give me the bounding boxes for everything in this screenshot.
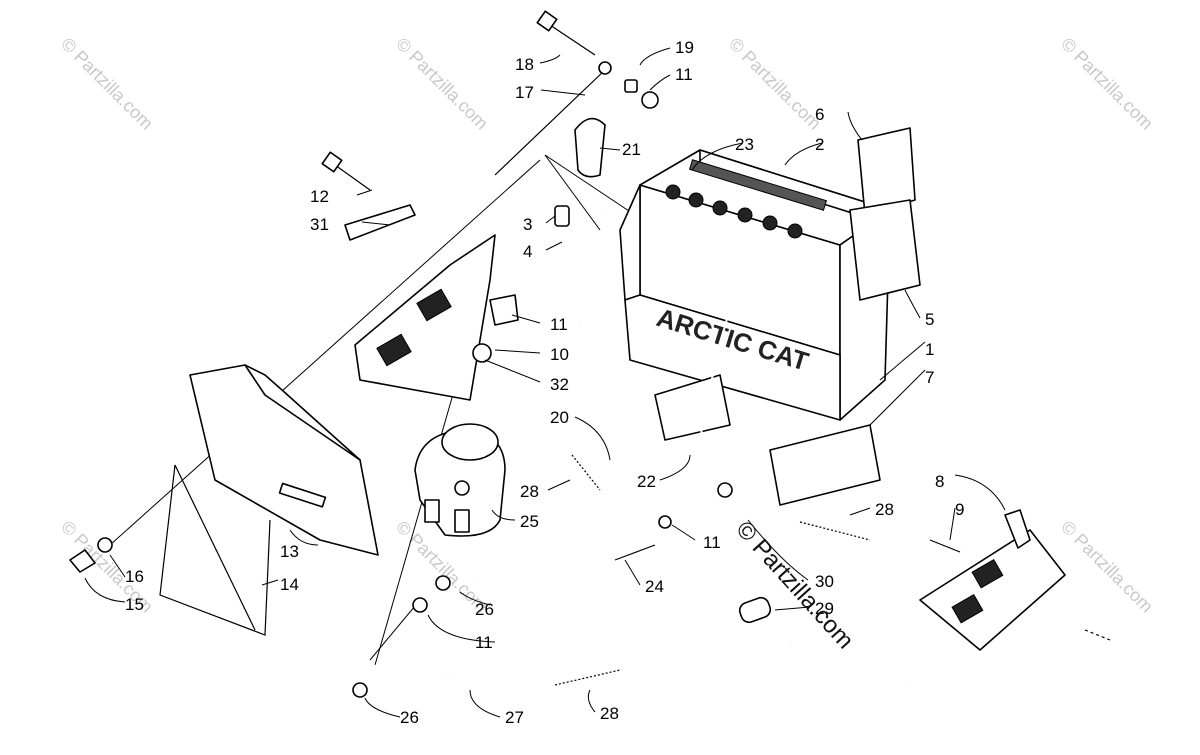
callout-label: 21 [622, 140, 641, 159]
battery-holder [69, 364, 379, 636]
callout-label: 23 [735, 135, 754, 154]
callout-label: 1 [925, 340, 934, 359]
callout-label: 4 [523, 242, 532, 261]
callout-label: 8 [935, 472, 944, 491]
callout-label: 26 [400, 708, 419, 727]
cables [369, 214, 909, 686]
callout-label: 19 [675, 38, 694, 57]
watermark-text: © Partzilla.com [1057, 517, 1157, 617]
callout-label: 18 [515, 55, 534, 74]
callout-label: 14 [280, 575, 299, 594]
callout-label: 2 [815, 135, 824, 154]
watermark-layer: © Partzilla.com © Partzilla.com © Partzi… [57, 34, 1157, 617]
callout-label: 27 [505, 708, 524, 727]
callout-label: 12 [310, 187, 329, 206]
callout-labels: 1 2 3 4 5 6 7 8 9 10 11 11 11 11 11 12 1… [125, 38, 964, 727]
battery-caps [665, 184, 803, 239]
battery-pads [654, 127, 921, 506]
battery: ARCTIC CAT [619, 149, 891, 421]
starter-solenoid [414, 423, 506, 537]
callout-label: 29 [815, 599, 834, 618]
assembly-lines [109, 154, 651, 666]
watermark-text: © Partzilla.com [725, 34, 825, 134]
callout-label: 31 [310, 215, 329, 234]
callout-label: 25 [520, 512, 539, 531]
vent-hoses [554, 117, 697, 327]
hold-down-bracket [344, 204, 519, 401]
side-bracket [919, 509, 1111, 651]
callout-label: 28 [875, 500, 894, 519]
callout-label: 15 [125, 595, 144, 614]
bolts [321, 10, 659, 191]
callout-label: 10 [550, 345, 569, 364]
callout-leaders [84, 47, 1006, 718]
callout-label: 3 [523, 215, 532, 234]
callout-label: 16 [125, 567, 144, 586]
callout-label: 22 [637, 472, 656, 491]
callout-label: 26 [475, 600, 494, 619]
callout-label: 28 [600, 704, 619, 723]
hardware [352, 482, 772, 698]
callout-label: 11 [675, 65, 693, 84]
callout-label: 30 [815, 572, 834, 591]
callout-label: 7 [925, 368, 934, 387]
callout-label: 11 [475, 633, 493, 652]
callout-label: 24 [645, 577, 664, 596]
callout-label: 11 [703, 533, 721, 552]
callout-label: 20 [550, 408, 569, 427]
callout-label: 32 [550, 375, 569, 394]
callout-label: 28 [520, 482, 539, 501]
watermark-text: © Partzilla.com [1057, 34, 1157, 134]
watermark-text: © Partzilla.com [392, 34, 492, 134]
callout-label: 13 [280, 542, 299, 561]
cable-wraps [554, 454, 871, 686]
callout-label: 11 [550, 315, 568, 334]
callout-label: 6 [815, 105, 824, 124]
watermark-prominent: © Partzilla.com [731, 516, 859, 654]
callout-label: 5 [925, 310, 934, 329]
watermark-text: © Partzilla.com [57, 34, 157, 134]
callout-label: 9 [955, 500, 964, 519]
callout-label: 17 [515, 83, 534, 102]
